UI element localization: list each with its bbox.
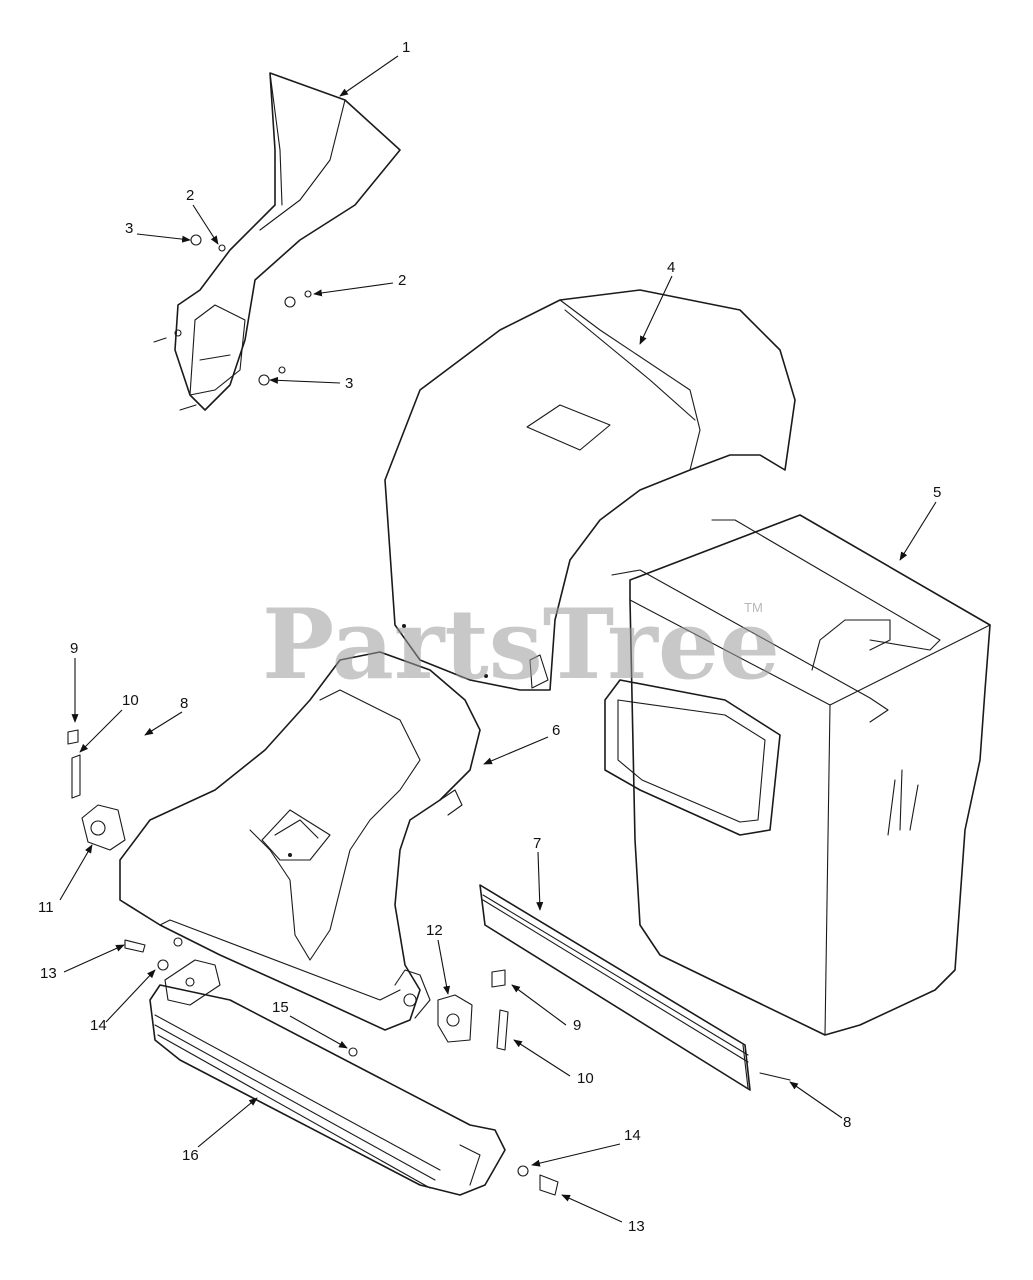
callout-label: 2	[186, 187, 194, 204]
part-housing	[119, 651, 481, 1031]
part-left-bracket	[67, 729, 126, 851]
callout-label: 11	[38, 899, 54, 916]
part-bag	[604, 514, 991, 1036]
callout-label: 13	[40, 965, 57, 982]
callout-label: 16	[182, 1147, 199, 1164]
callout-label: 10	[577, 1070, 594, 1087]
callout-label: 3	[345, 375, 353, 392]
part-hardware	[124, 937, 791, 1196]
callout-label: 13	[628, 1218, 645, 1235]
part-left-end-plate	[164, 959, 221, 1006]
part-bumper	[149, 984, 506, 1196]
part-chute	[153, 72, 401, 411]
part-right-bracket	[437, 969, 509, 1051]
callout-label: 14	[90, 1017, 107, 1034]
callout-label: 14	[624, 1127, 641, 1144]
callout-label: 1	[402, 39, 410, 56]
callout-label: 2	[398, 272, 406, 289]
callout-label: 9	[573, 1017, 581, 1034]
callout-label: 15	[272, 999, 289, 1016]
callout-label: 3	[125, 220, 133, 237]
callout-label: 4	[667, 259, 675, 276]
part-deflector-strip	[479, 884, 751, 1091]
part-top-cover	[384, 289, 796, 691]
watermark: PartsTree	[262, 588, 780, 701]
callout-label: 6	[552, 722, 560, 739]
callout-label: 10	[122, 692, 139, 709]
callout-label: 7	[533, 835, 541, 852]
callouts: 1 2 3 2 3 4 5 6 7 8 9 10 11 12 9 10 13	[38, 39, 941, 1235]
callout-label: 8	[843, 1114, 851, 1131]
trademark: TM	[744, 600, 763, 615]
callout-label: 5	[933, 484, 941, 501]
callout-label: 8	[180, 695, 188, 712]
callout-label: 9	[70, 640, 78, 657]
callout-label: 12	[426, 922, 443, 939]
